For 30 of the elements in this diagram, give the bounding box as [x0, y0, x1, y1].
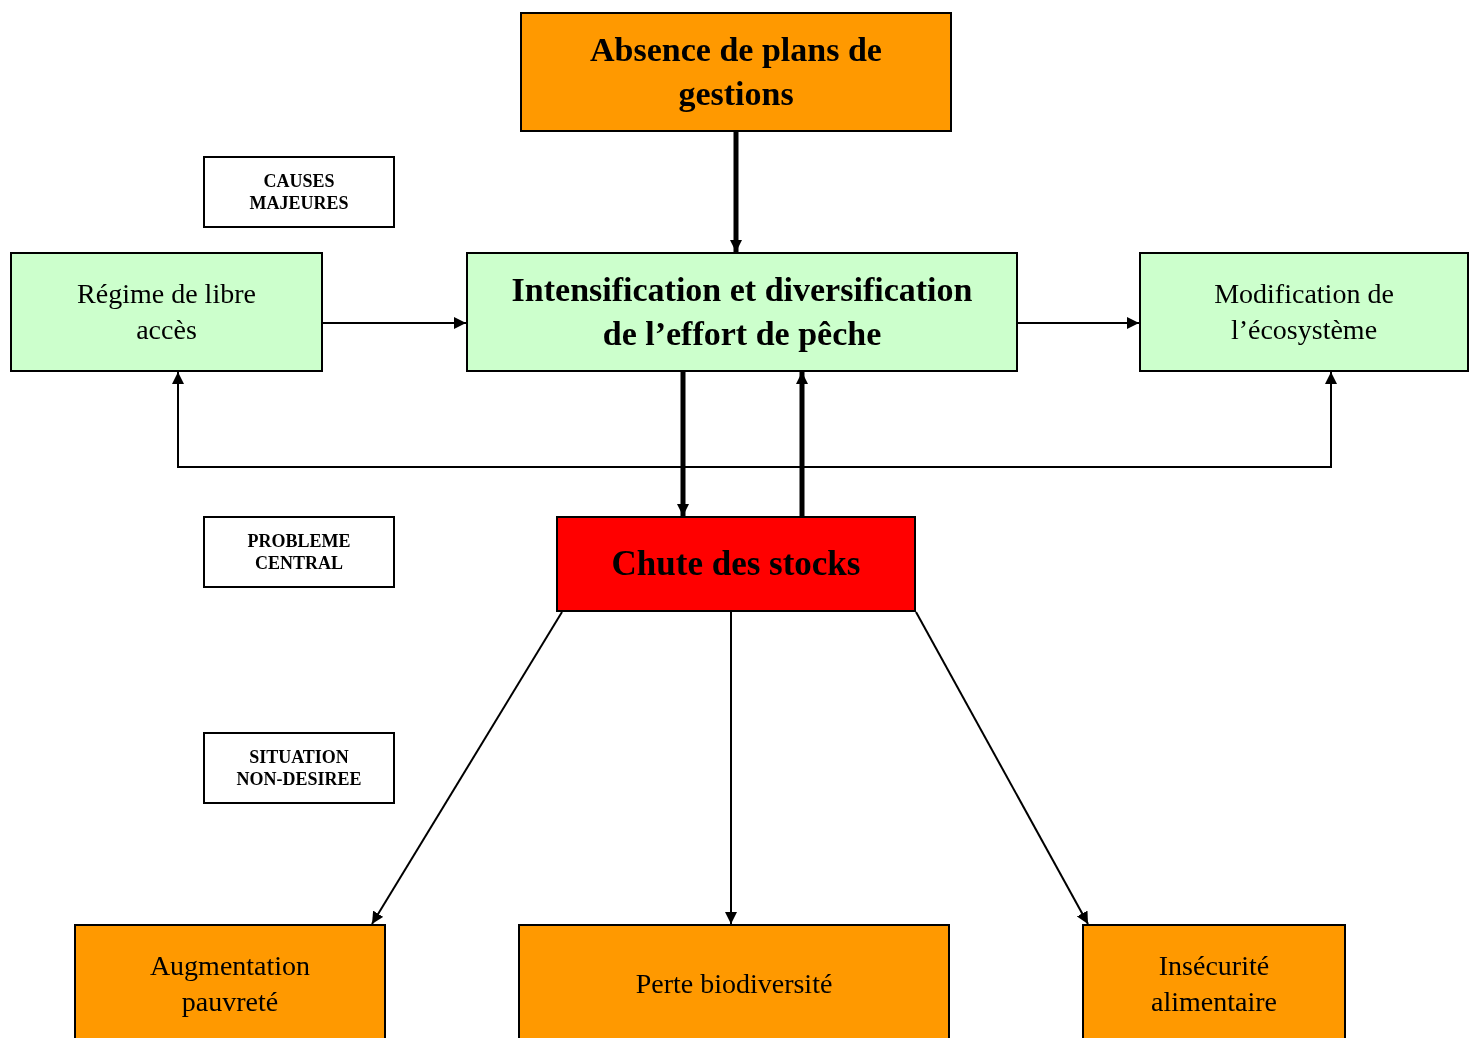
node-text: Augmentation pauvreté — [148, 948, 312, 1019]
node-text: CAUSES MAJEURES — [248, 169, 350, 215]
node-text: Modification de l’écosystème — [1213, 276, 1395, 347]
cause-box — [1139, 252, 1469, 372]
node-text: Absence de plans de gestions — [589, 29, 883, 114]
effect-box — [74, 924, 386, 1038]
arrow — [371, 611, 563, 925]
arrow — [677, 372, 689, 516]
effect-box — [518, 924, 950, 1038]
arrow — [730, 132, 742, 252]
node-text: SITUATION NON-DESIREE — [235, 745, 363, 791]
arrow — [796, 372, 808, 516]
effect-box — [1082, 924, 1346, 1038]
cause-box — [466, 252, 1018, 372]
central-problem-box — [556, 516, 916, 612]
section-label — [203, 732, 395, 804]
problem-box — [520, 12, 952, 132]
section-label — [203, 156, 395, 228]
node-text: Chute des stocks — [611, 543, 861, 586]
cause-box — [10, 252, 323, 372]
node-text: Intensification et diversification de l’effort de pêche — [510, 269, 974, 354]
arrow — [915, 611, 1089, 925]
node-text: Régime de libre accès — [76, 276, 257, 347]
arrow — [725, 611, 737, 925]
node-text: PROBLEME CENTRAL — [246, 529, 352, 575]
arrow — [322, 317, 467, 329]
node-text: Perte biodiversité — [635, 966, 833, 1001]
arrow — [1017, 317, 1140, 329]
section-label — [203, 516, 395, 588]
node-text: Insécurité alimentaire — [1150, 948, 1278, 1019]
